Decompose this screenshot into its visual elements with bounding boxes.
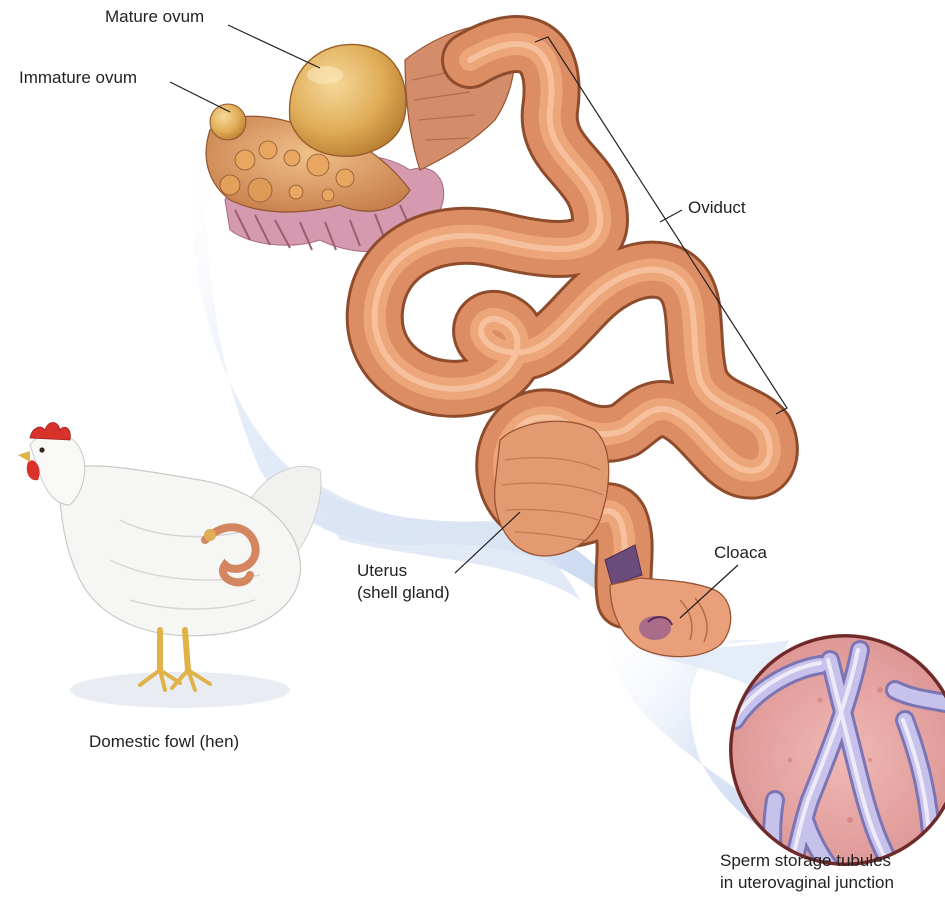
leader-immature-ovum bbox=[170, 82, 230, 112]
label-uterus-line1: Uterus bbox=[357, 560, 450, 582]
label-sperm-tubules-line2: in uterovaginal junction bbox=[720, 872, 945, 894]
label-immature-ovum: Immature ovum bbox=[19, 67, 137, 89]
label-uterus: Uterus (shell gland) bbox=[357, 560, 450, 604]
mature-ovum bbox=[290, 44, 406, 156]
label-cloaca: Cloaca bbox=[714, 542, 767, 564]
label-sperm-tubules: Sperm storage tubules in uterovaginal ju… bbox=[720, 850, 945, 894]
label-uterus-line2: (shell gland) bbox=[357, 582, 450, 604]
label-sperm-tubules-line1: Sperm storage tubules bbox=[720, 850, 945, 872]
label-mature-ovum: Mature ovum bbox=[105, 6, 204, 28]
label-oviduct: Oviduct bbox=[688, 197, 746, 219]
leader-mature-ovum bbox=[228, 25, 320, 68]
label-hen: Domestic fowl (hen) bbox=[89, 731, 239, 753]
